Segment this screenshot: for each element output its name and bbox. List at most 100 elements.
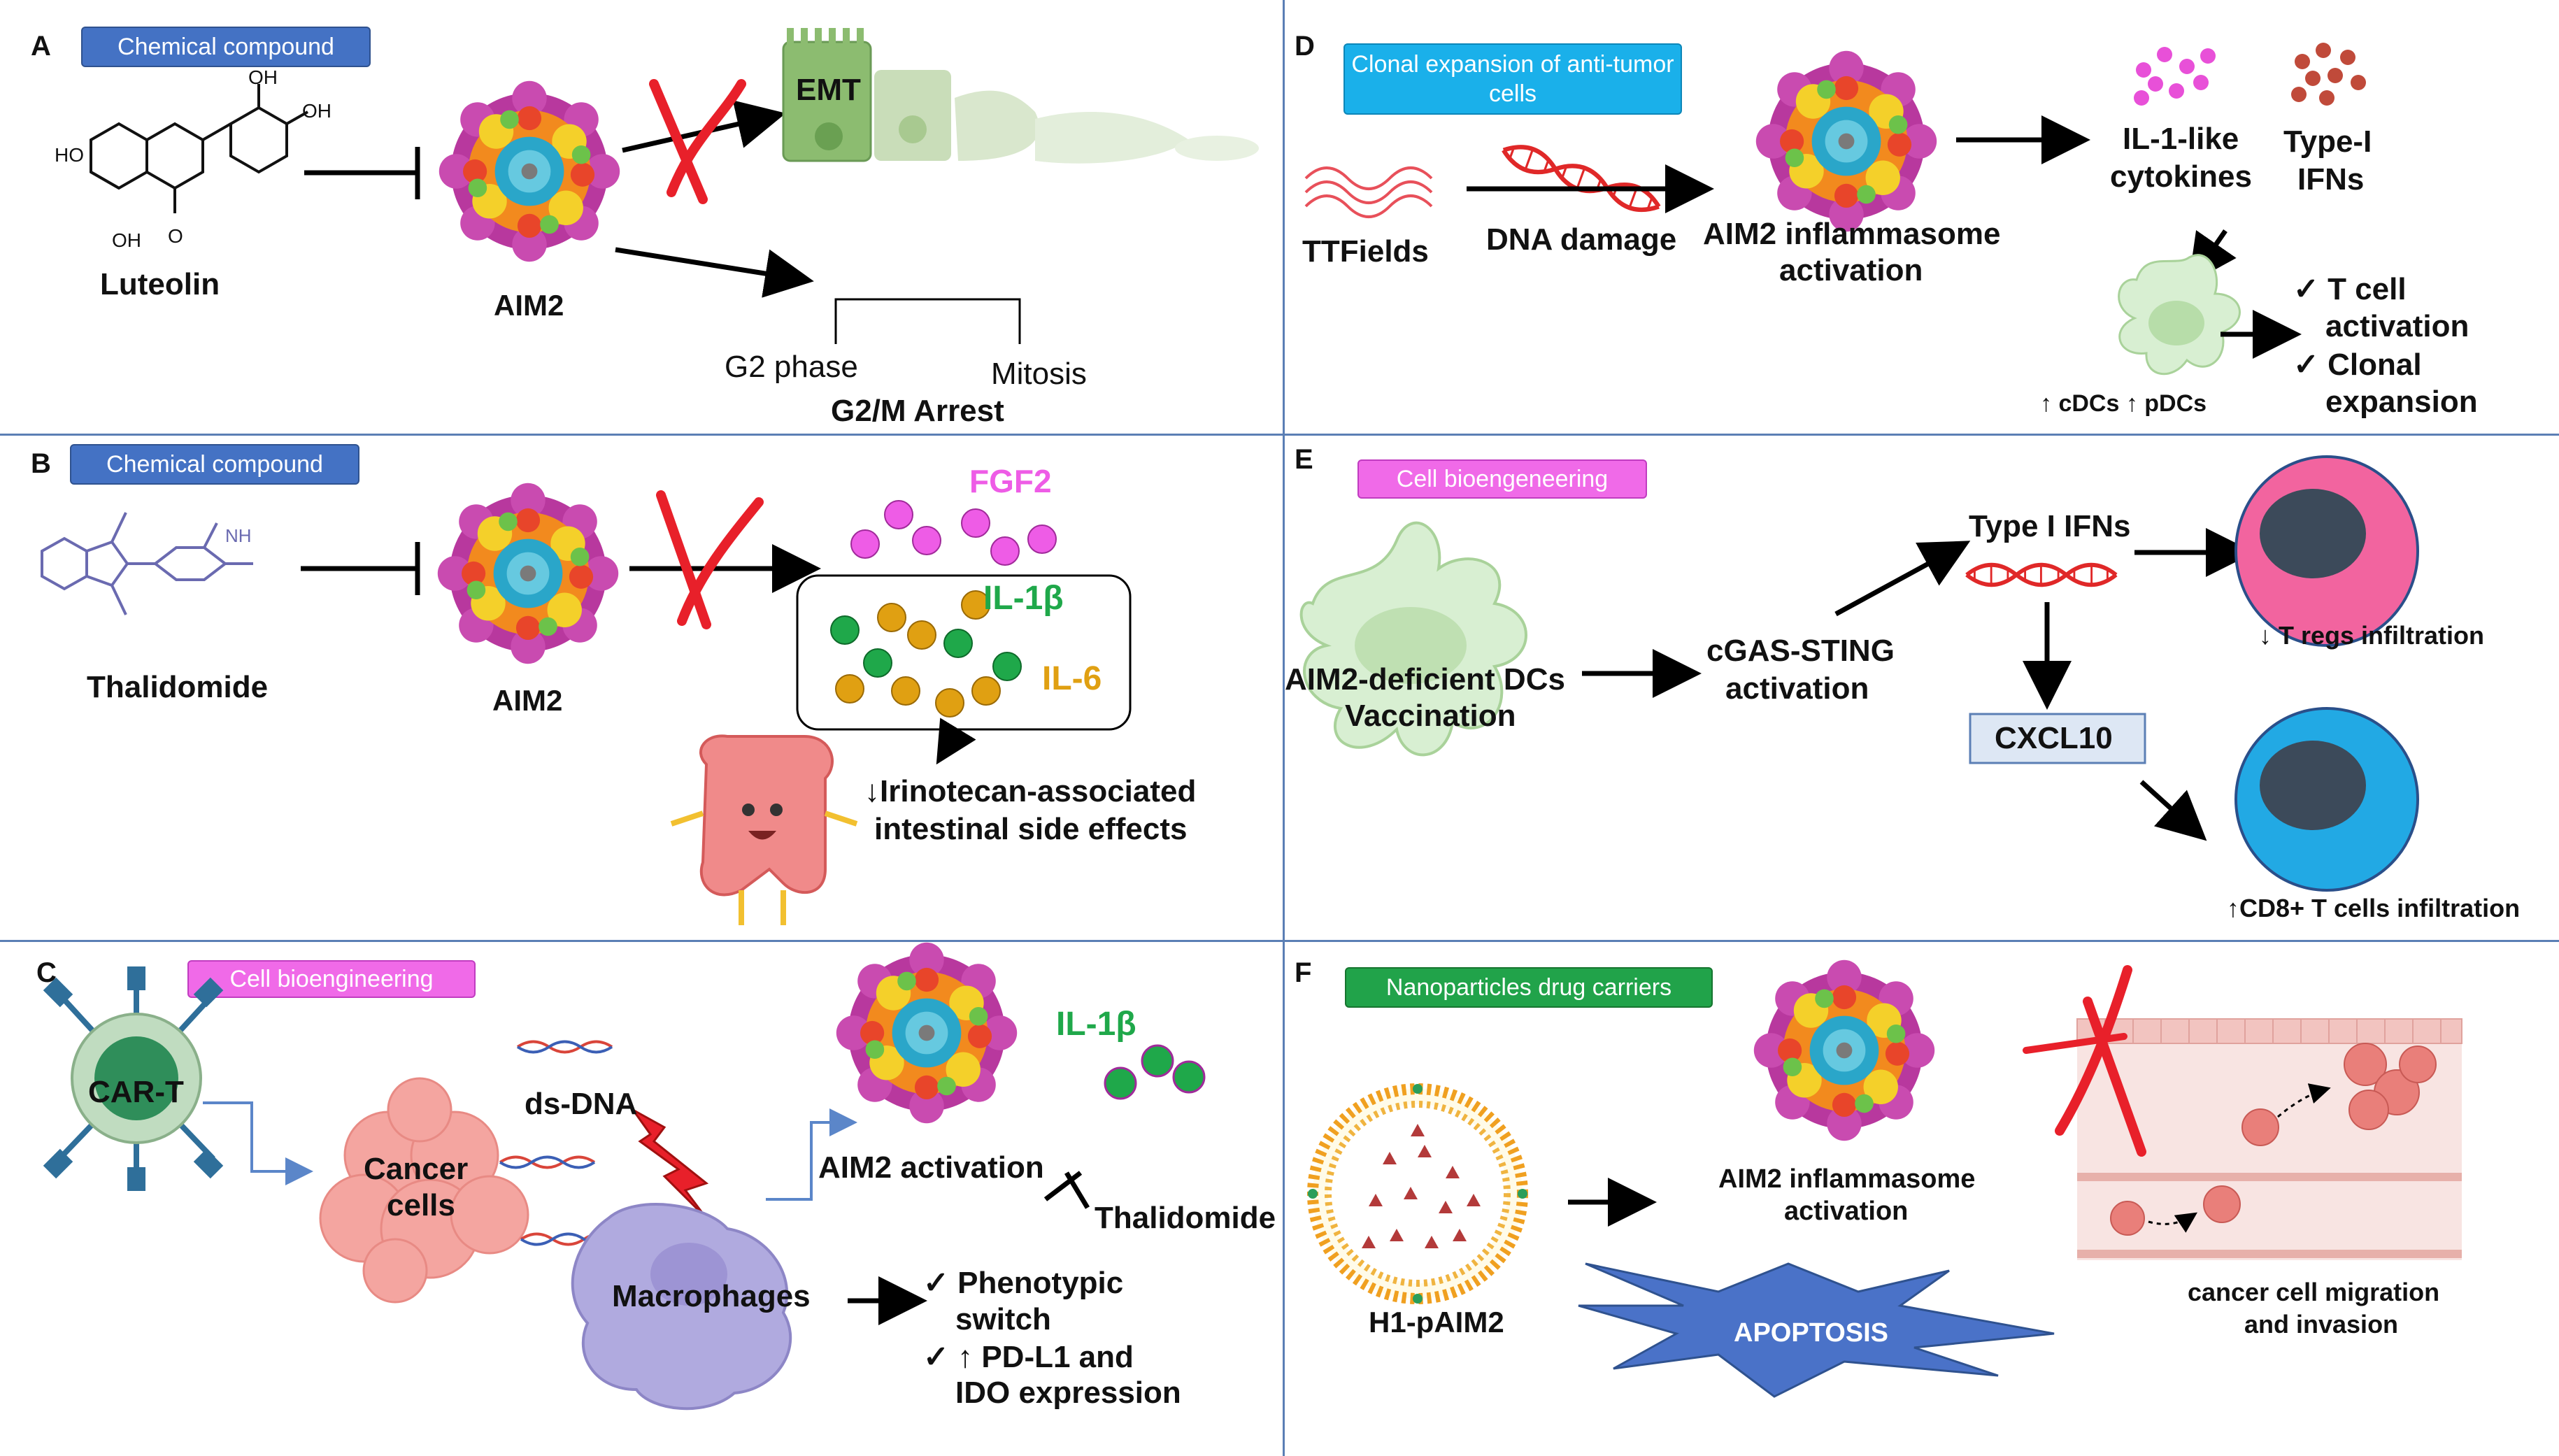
inhibition-cross-icon <box>649 79 746 204</box>
type-i-ifns-label: IFNs <box>2297 162 2365 197</box>
emt-label: EMT <box>796 73 861 107</box>
intestine-icon <box>670 734 858 925</box>
category-tag: Chemical compound <box>81 27 371 67</box>
activation-label: AIM2 inflammasome <box>1703 217 2001 251</box>
outcome-label: ✓ T cell <box>2293 272 2407 306</box>
dendritic-cell-icon <box>1299 521 1527 757</box>
apoptosis-label: APOPTOSIS <box>1734 1318 1889 1348</box>
car-t-cell-icon <box>43 966 224 1191</box>
cancer-cells-icon <box>319 1077 529 1304</box>
nh-label: NH <box>225 525 252 546</box>
luteolin-oh-label: OH <box>112 229 141 251</box>
migration-label: cancer cell migration <box>2188 1278 2440 1306</box>
il1-cytokines-label: IL-1-like <box>2123 122 2239 156</box>
aim2-inflammasome-icon <box>437 483 619 664</box>
mitosis-label: Mitosis <box>991 357 1087 391</box>
luteolin-ho-label: HO <box>55 144 84 166</box>
category-tag: Nanoparticles drug carriers <box>1345 967 1713 1008</box>
molecule-name: Luteolin <box>100 267 220 301</box>
horizontal-divider-top <box>0 434 2559 436</box>
inhibition-cross-icon <box>2023 965 2146 1157</box>
horizontal-divider-bottom <box>0 940 2559 942</box>
panel-a-graphics <box>90 28 1259 344</box>
panel-f-graphics <box>1307 959 2462 1398</box>
category-tag: Cell bioengeneering <box>1357 459 1647 499</box>
cd8-cell-icon <box>2234 707 2419 892</box>
panel-e: E Cell bioengeneering AIM2-deficient DCs… <box>1285 436 2559 940</box>
luteolin-o-label: O <box>168 225 183 247</box>
carrier-label: H1-pAIM2 <box>1369 1306 1504 1339</box>
macrophages-label: Macrophages <box>612 1279 811 1313</box>
il1b-particles <box>830 615 1022 681</box>
panel-c-graphics <box>43 942 1206 1411</box>
il1b-particles <box>1104 1044 1206 1100</box>
il1b-label: IL-1β <box>1056 1006 1136 1043</box>
outcome-label: ✓ Phenotypic <box>923 1266 1124 1300</box>
dc-vaccination-label: AIM2-deficient DCs <box>1285 662 1565 697</box>
protein-name: AIM2 <box>492 684 563 717</box>
dendritic-cell-icon <box>2118 254 2241 376</box>
dna-damage-label: DNA damage <box>1486 222 1677 257</box>
il1-particles <box>2134 47 2216 106</box>
panel-label: F <box>1295 957 1312 988</box>
panel-label: B <box>31 448 51 479</box>
inhibitor-label: Thalidomide <box>1095 1201 1276 1235</box>
aim2-activation-label: AIM2 activation <box>818 1150 1044 1185</box>
il6-label: IL-6 <box>1042 660 1102 697</box>
cgas-sting-label: activation <box>1725 671 1869 706</box>
activation-label: AIM2 inflammasome <box>1718 1164 1976 1194</box>
outcome-label: activation <box>2325 309 2469 343</box>
g2-phase-label: G2 phase <box>725 350 858 384</box>
dna-strand-icon <box>516 1040 613 1054</box>
outcome-label: ✓ ↑ PD-L1 and <box>923 1340 1134 1374</box>
dc-subsets-label: ↑ cDCs ↑ pDCs <box>2040 390 2207 417</box>
il1-cytokines-label: cytokines <box>2110 159 2252 194</box>
outcome-label: switch <box>955 1302 1051 1336</box>
aim2-inflammasome-icon <box>836 942 1018 1124</box>
fgf2-particles <box>850 500 1057 566</box>
category-tag: Clonal expansion of anti-tumor cells <box>1343 43 1682 115</box>
type-i-ifns-label: Type I IFNs <box>1969 509 2131 543</box>
type-i-ifns-label: Type-I <box>2283 124 2372 159</box>
activation-label: activation <box>1784 1197 1909 1226</box>
cancer-cells-label: cells <box>387 1188 455 1222</box>
activation-label: activation <box>1779 253 1923 287</box>
dna-strand-icon <box>499 1155 596 1169</box>
treg-cell-icon <box>2234 455 2419 647</box>
molecule-name: Thalidomide <box>87 670 269 704</box>
apoptosis-burst-icon <box>1578 1262 2055 1398</box>
panel-f: F Nanoparticles drug carriers <box>1285 942 2559 1456</box>
panel-a: A Chemical compound <box>0 0 1283 434</box>
protein-name: AIM2 <box>494 289 564 322</box>
panel-d: D Clonal expansion of anti-tumor cells <box>1285 0 2559 434</box>
arrest-label: G2/M Arrest <box>831 394 1004 428</box>
ttfields-wave-icon <box>1304 166 1433 218</box>
cd8-infiltration-label: ↑CD8+ T cells infiltration <box>2227 894 2521 922</box>
vertical-divider <box>1283 0 1285 1456</box>
dna-helix-icon <box>1499 140 1662 217</box>
ifn-particles <box>2291 43 2366 106</box>
luteolin-oh-label: OH <box>302 100 332 122</box>
aim2-inflammasome-icon <box>1755 50 1937 232</box>
macrophage-icon <box>571 1203 792 1411</box>
outcome-label: expansion <box>2325 385 2478 419</box>
dna-helix-icon <box>1967 565 2116 585</box>
category-tag: Cell bioengineering <box>187 960 476 998</box>
side-effect-label: ↓Irinotecan-associated <box>864 774 1197 808</box>
panel-b-graphics <box>41 483 1132 925</box>
panel-label: D <box>1295 31 1315 62</box>
ttfields-label: TTFields <box>1302 234 1429 269</box>
emt-cells-icon <box>782 28 1259 164</box>
liposome-icon <box>1307 1083 1528 1304</box>
outcome-label: ✓ Clonal <box>2293 348 2422 382</box>
cancer-cells-label: Cancer <box>364 1152 469 1186</box>
lightning-icon <box>632 1108 709 1220</box>
cgas-sting-label: cGAS-STING <box>1706 634 1895 668</box>
dsdna-label: ds-DNA <box>525 1087 638 1121</box>
luteolin-structure-icon <box>90 84 308 213</box>
aim2-inflammasome-icon <box>1753 959 1935 1141</box>
panel-c: C Cell bioengineering <box>0 942 1283 1456</box>
dc-vaccination-label: Vaccination <box>1345 699 1516 733</box>
fgf2-label: FGF2 <box>969 463 1052 499</box>
car-t-label: CAR-T <box>88 1075 184 1109</box>
